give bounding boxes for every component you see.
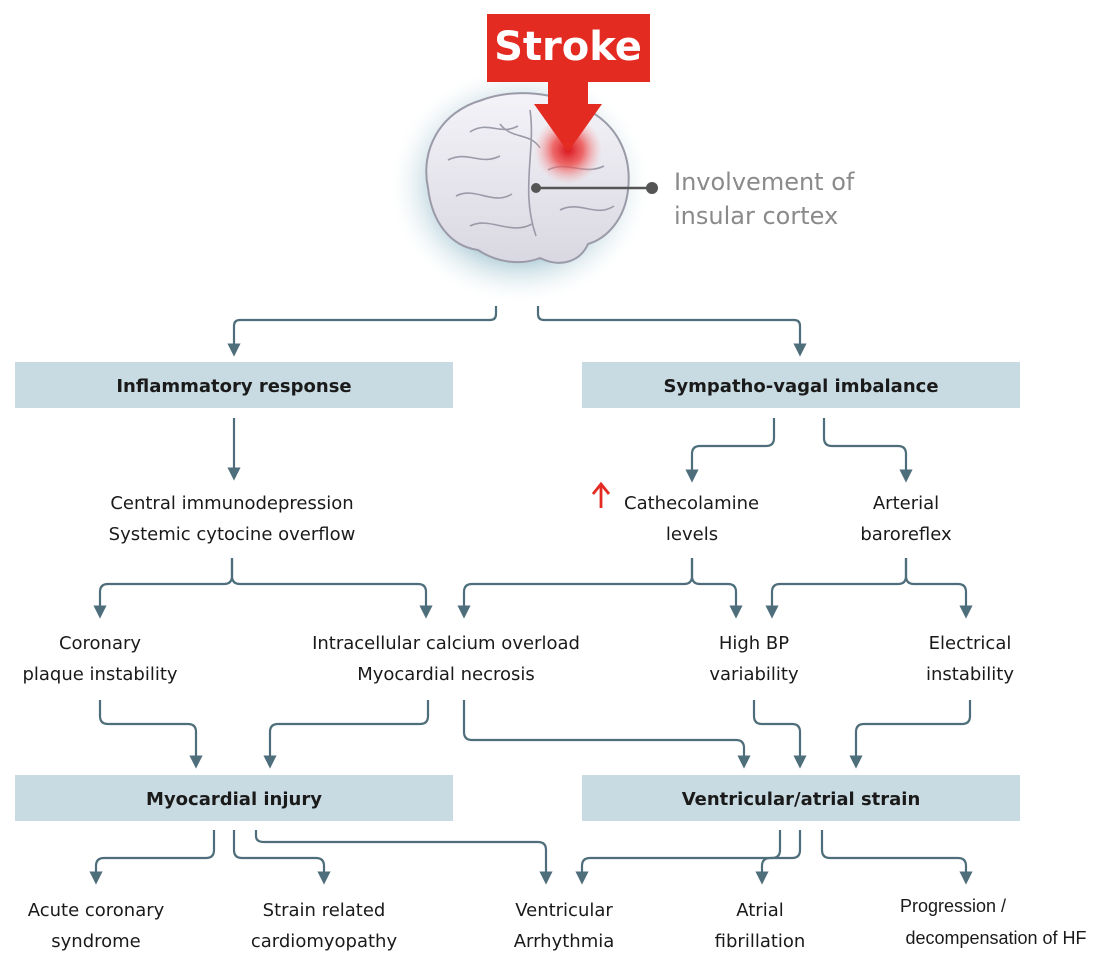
node-central-immunodepression: Central immunodepression xyxy=(110,493,353,514)
node-intracellular-calcium: Intracellular calcium overload xyxy=(312,633,580,654)
connector-stroke-to-inflammatory xyxy=(227,306,498,357)
box-inflammatory-response: Inflammatory response xyxy=(15,362,453,408)
svg-text:Myocardial injury: Myocardial injury xyxy=(146,789,322,810)
connector-ventricular-to-afib xyxy=(755,830,802,885)
connector-arterial-to-highbp xyxy=(765,558,908,619)
connector-ventricular-to-arrhythmia xyxy=(575,830,782,885)
outcome-syndrome: syndrome xyxy=(51,931,141,952)
stroke-title: Stroke xyxy=(494,24,642,70)
box-sympatho-vagal-imbalance: Sympatho-vagal imbalance xyxy=(582,362,1020,408)
node-bp-variability: variability xyxy=(709,664,799,685)
node-high-bp: High BP xyxy=(719,633,789,654)
svg-text:Ventricular/atrial strain: Ventricular/atrial strain xyxy=(682,789,921,810)
increase-arrow-icon xyxy=(591,481,611,508)
outcome-arrhythmia: Arrhythmia xyxy=(514,931,615,952)
outcome-ventricular: Ventricular xyxy=(515,900,613,921)
node-myocardial-necrosis: Myocardial necrosis xyxy=(357,664,535,685)
connector-myocardial-to-arrhythmia xyxy=(254,830,553,885)
connector-ventricular-to-hf xyxy=(820,830,973,885)
insular-label-line2: insular cortex xyxy=(674,202,838,230)
node-coronary: Coronary xyxy=(59,633,141,654)
connector-sympatho-to-arterial xyxy=(822,418,913,483)
connector-sympatho-to-cathecolamine xyxy=(685,418,776,483)
stroke-banner: Stroke xyxy=(487,14,650,152)
connector-arterial-to-electrical xyxy=(904,558,973,619)
connector-highbp-to-ventricular xyxy=(752,700,807,769)
outcome-progression: Progression / xyxy=(900,896,1006,916)
connector-central-to-coronary xyxy=(93,558,234,619)
box-myocardial-injury: Myocardial injury xyxy=(15,775,453,821)
box-ventricular-atrial-strain: Ventricular/atrial strain xyxy=(582,775,1020,821)
node-cathecolamine-levels: levels xyxy=(666,524,718,545)
outcome-decompensation-hf: decompensation of HF xyxy=(905,928,1086,948)
outcome-cardiomyopathy: cardiomyopathy xyxy=(251,931,398,952)
node-arterial: Arterial xyxy=(873,493,939,514)
insular-label-line1: Involvement of xyxy=(674,168,855,196)
outcome-atrial: Atrial xyxy=(736,900,784,921)
svg-text:Inflammatory response: Inflammatory response xyxy=(116,376,351,397)
connector-myocardial-to-strain-cm xyxy=(232,830,331,885)
node-baroreflex: baroreflex xyxy=(860,524,952,545)
connector-cathecolamine-to-highbp xyxy=(690,558,743,619)
node-electrical: Electrical xyxy=(929,633,1012,654)
connector-myocardial-to-acs xyxy=(89,830,216,885)
outcome-fibrillation: fibrillation xyxy=(715,931,806,952)
connector-central-to-calcium xyxy=(230,558,433,619)
brain-illustration xyxy=(390,67,650,303)
insular-pointer xyxy=(531,182,658,194)
node-plaque-instability: plaque instability xyxy=(22,664,177,685)
outcome-acute-coronary: Acute coronary xyxy=(28,900,165,921)
connector-electrical-to-ventricular xyxy=(849,700,972,769)
node-cathecolamine: Cathecolamine xyxy=(624,493,759,514)
connector-coronary-to-myocardial xyxy=(98,700,203,769)
connector-cathecolamine-to-calcium xyxy=(457,558,694,619)
svg-text:Sympatho-vagal imbalance: Sympatho-vagal imbalance xyxy=(663,376,938,397)
connector-stroke-to-sympatho xyxy=(536,306,807,357)
connector-calcium-to-myocardial xyxy=(263,700,430,769)
node-instability: instability xyxy=(926,664,1014,685)
node-systemic-cytocine: Systemic cytocine overflow xyxy=(109,524,356,545)
outcome-strain-related: Strain related xyxy=(263,900,386,921)
connector-calcium-to-ventricular xyxy=(462,700,751,769)
